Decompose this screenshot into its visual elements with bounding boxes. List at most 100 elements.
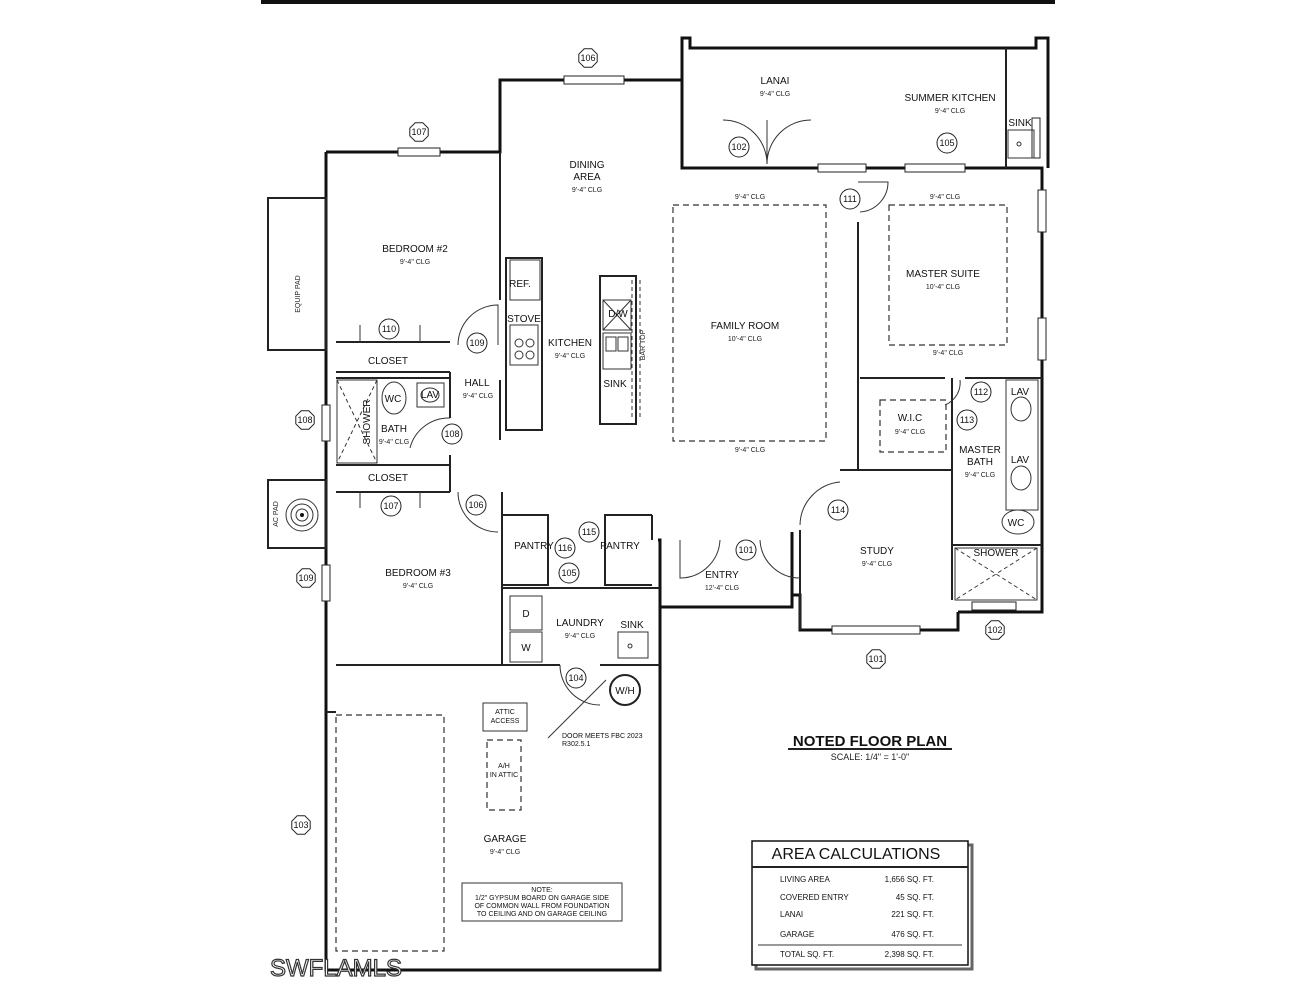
tag-number: 101: [868, 654, 883, 664]
stove-label: STOVE: [507, 314, 541, 325]
family-top-right-ceiling: 9'-4" CLG: [930, 194, 960, 201]
tag-102: 102: [728, 136, 750, 158]
tag-number: 106: [580, 53, 595, 63]
tag-111: 111: [839, 188, 861, 210]
tag-107: 107: [409, 122, 429, 142]
plan-title: NOTED FLOOR PLAN: [793, 733, 947, 750]
room-family-ceiling: 10'-4" CLG: [728, 336, 762, 343]
tag-number: 101: [738, 545, 753, 555]
family-bottom-ceiling: 9'-4" CLG: [735, 447, 765, 454]
bar-top-label: BAR TOP: [640, 329, 647, 360]
room-master-bath-name-1: MASTER: [959, 445, 1001, 456]
room-entry-name: ENTRY: [705, 570, 739, 581]
room-wic-ceiling: 9'-4" CLG: [895, 429, 925, 436]
tag-115: 115: [578, 521, 600, 543]
door-fbc-note-2: R302.5.1: [562, 741, 591, 748]
tag-number: 107: [411, 127, 426, 137]
room-bath-name: BATH: [381, 424, 407, 435]
gypsum-note-1: 1/2" GYPSUM BOARD ON GARAGE SIDE: [475, 895, 609, 902]
washer-label: W: [521, 643, 531, 654]
ref-label: REF.: [509, 279, 531, 290]
watermark: SWFLAMLS: [270, 955, 402, 982]
tag-number: 114: [831, 505, 845, 515]
lav-master-1-label: LAV: [1011, 387, 1029, 398]
drawing-notes: ATTIC ACCESS A/H IN ATTIC DOOR MEETS FBC…: [474, 709, 642, 918]
fixture-labels: SINK REF. STOVE D/W SINK BAR TOP CLOSET …: [273, 118, 1032, 697]
tag-number: 107: [383, 501, 398, 511]
interior-walls: [336, 48, 1042, 666]
tag-markers: 106 107 102 105 111 110 109 108 112 113 107 106 116 1…: [291, 48, 1005, 835]
tag-109: 109: [296, 568, 316, 588]
tag-106: 106: [578, 48, 598, 68]
tag-107: 107: [380, 495, 402, 517]
ah-note-2: IN ATTIC: [490, 772, 518, 779]
room-bedroom2-ceiling: 9'-4" CLG: [400, 259, 430, 266]
tag-number: 105: [939, 138, 954, 148]
tag-113: 113: [956, 409, 978, 431]
ac-pad: [267, 479, 327, 549]
tag-number: 111: [843, 194, 857, 204]
room-garage-ceiling: 9'-4" CLG: [490, 849, 520, 856]
pantry-right-label: PANTRY: [600, 541, 640, 552]
lav-bath-label: LAV: [421, 390, 439, 401]
room-family-name: FAMILY ROOM: [711, 321, 780, 332]
sink-laundry-label: SINK: [620, 620, 644, 631]
area-row-value: 2,398 SQ. FT.: [885, 950, 934, 959]
tag-number: 116: [558, 543, 572, 553]
tag-number: 113: [960, 415, 974, 425]
tag-105: 105: [936, 132, 958, 154]
room-master-suite-name: MASTER SUITE: [906, 269, 980, 280]
ac-unit-icon: [285, 498, 319, 532]
tag-112: 112: [970, 381, 992, 403]
room-labels: LANAI 9'-4" CLG SUMMER KITCHEN 9'-4" CLG…: [379, 76, 1001, 856]
attic-note-1: ATTIC: [495, 709, 515, 716]
room-laundry-name: LAUNDRY: [556, 618, 604, 629]
tag-106: 106: [465, 494, 487, 516]
area-row-label: LIVING AREA: [780, 875, 830, 884]
area-row-label: TOTAL SQ. FT.: [780, 950, 834, 959]
room-study-name: STUDY: [860, 546, 894, 557]
gypsum-note-3: TO CEILING AND ON GARAGE CEILING: [477, 911, 607, 918]
dashed-areas: [335, 204, 1038, 952]
tag-110: 110: [378, 318, 400, 340]
tag-104: 104: [565, 667, 587, 689]
equip-pad-label: EQUIP PAD: [295, 275, 302, 312]
room-dining-name-2: AREA: [573, 172, 601, 183]
family-top-left-ceiling: 9'-4" CLG: [735, 194, 765, 201]
area-row-value: 221 SQ. FT.: [891, 910, 934, 919]
plan-scale: SCALE: 1/4" = 1'-0": [831, 752, 909, 762]
room-bath-ceiling: 9'-4" CLG: [379, 439, 409, 446]
room-dining-name-1: DINING: [570, 160, 605, 171]
room-study-ceiling: 9'-4" CLG: [862, 561, 892, 568]
room-hall-ceiling: 9'-4" CLG: [463, 393, 493, 400]
room-master-suite-ceiling: 10'-4" CLG: [926, 284, 960, 291]
closet-upper-label: CLOSET: [368, 356, 408, 367]
tag-116: 116: [554, 537, 576, 559]
equip-pad: [267, 197, 327, 351]
tag-101: 101: [735, 539, 757, 561]
tag-number: 108: [444, 429, 459, 439]
tag-number: 103: [293, 820, 308, 830]
room-master-bath-ceiling: 9'-4" CLG: [965, 472, 995, 479]
gypsum-note-2: OF COMMON WALL FROM FOUNDATION: [474, 903, 609, 910]
area-row-value: 1,656 SQ. FT.: [885, 875, 934, 884]
area-row-label: GARAGE: [780, 930, 814, 939]
tag-101: 101: [866, 649, 886, 669]
tag-number: 112: [974, 387, 988, 397]
ac-pad-label: AC PAD: [273, 501, 280, 527]
tag-108: 108: [295, 410, 315, 430]
area-row-label: COVERED ENTRY: [780, 893, 849, 902]
tag-108: 108: [441, 423, 463, 445]
room-wic-name: W.I.C: [898, 413, 922, 424]
tag-number: 109: [298, 573, 313, 583]
pantry-left-label: PANTRY: [514, 541, 554, 552]
room-kitchen-ceiling: 9'-4" CLG: [555, 353, 585, 360]
door-fbc-note-1: DOOR MEETS FBC 2023: [562, 733, 643, 740]
room-bedroom2-name: BEDROOM #2: [382, 244, 448, 255]
tag-105: 105: [558, 562, 580, 584]
tag-number: 110: [382, 324, 396, 334]
windows: [321, 75, 1047, 635]
tag-number: 104: [568, 673, 583, 683]
wc-master-label: WC: [1008, 518, 1025, 529]
